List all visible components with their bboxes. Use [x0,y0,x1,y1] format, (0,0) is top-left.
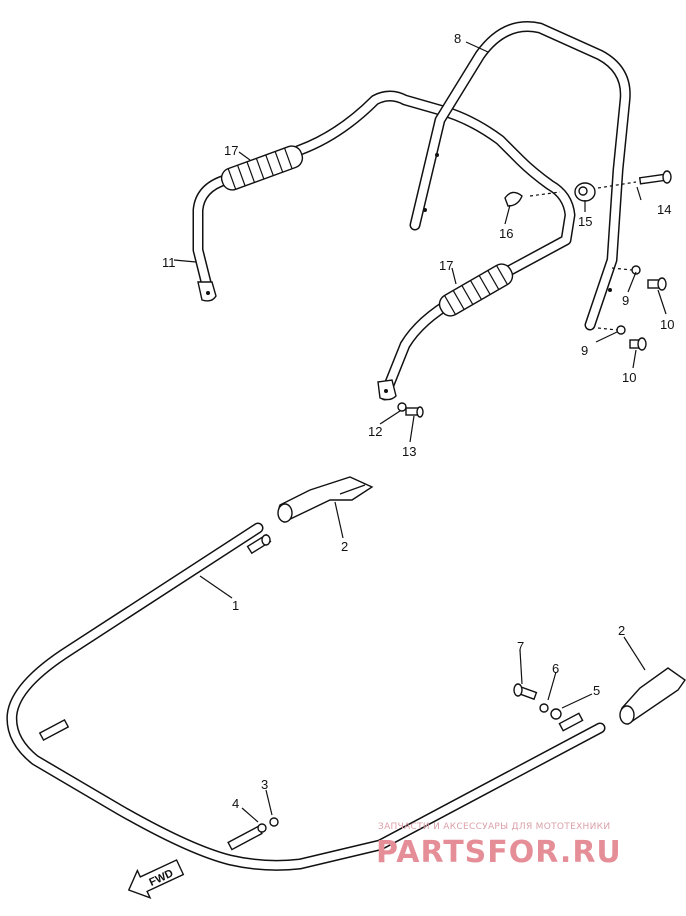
frame-stub-left [38,718,70,742]
label-part-9-upper: 9 [622,293,629,308]
loop-bar [409,21,631,331]
bolt-10-upper [647,277,667,291]
bolt-13 [405,406,424,418]
collar-15 [574,182,596,202]
clip-16 [504,191,523,207]
frame-stub-front [246,533,272,555]
label-part-15: 15 [578,214,592,229]
upper-handle-bar [192,90,576,401]
label-part-14: 14 [657,202,671,217]
grip-lower [438,263,514,317]
washer-9-lower [616,325,626,335]
washer-12 [397,402,407,412]
label-part-17-lower: 17 [439,258,453,273]
end-cap-rear [619,667,686,725]
nut-5 [550,708,562,720]
label-part-9-lower: 9 [581,343,588,358]
label-part-13: 13 [402,444,416,459]
label-part-10-upper: 10 [660,317,674,332]
bracket-hole [384,389,388,393]
label-part-1: 1 [232,598,239,613]
frame-stub-right [558,712,584,732]
end-cap-front [277,476,374,523]
nut-3 [269,817,279,827]
main-frame-bar [6,522,606,871]
label-part-12: 12 [368,424,382,439]
label-part-8: 8 [454,31,461,46]
leader-lines [173,41,667,823]
leader-dash [597,327,618,331]
label-part-17-upper: 17 [224,143,238,158]
label-part-16: 16 [499,226,513,241]
frame-stub-rear [227,825,263,851]
watermark-tagline: ЗАПЧАСТИ И АКСЕССУАРЫ ДЛЯ МОТОТЕХНИКИ [378,822,610,832]
label-part-10-lower: 10 [622,370,636,385]
watermark: ЗАПЧАСТИ И АКСЕССУАРЫ ДЛЯ МОТОТЕХНИКИ PA… [376,822,622,870]
leader-dash [611,267,633,271]
bolt-14 [638,170,672,185]
label-part-6: 6 [552,661,559,676]
label-part-11: 11 [162,255,176,270]
washer-6 [539,703,549,713]
bolt-7 [513,683,538,701]
leader-dash [529,191,561,197]
label-part-4: 4 [232,796,239,811]
label-part-3: 3 [261,777,268,792]
bolt-10-lower [629,337,647,351]
grip-upper [220,145,304,191]
label-part-7: 7 [517,639,524,654]
fwd-arrow-label: FWD [147,867,175,888]
part-labels: 8 17 11 17 14 15 16 9 10 9 10 12 13 2 1 … [162,31,674,811]
leader-dash [597,181,637,189]
bracket-hole [206,291,210,295]
label-part-2-rear: 2 [618,623,625,638]
label-part-2-front: 2 [341,539,348,554]
loop-bar-hole [435,153,439,157]
washer-4 [257,823,267,833]
label-part-5: 5 [593,683,600,698]
watermark-brand: PARTSFOR.RU [376,835,622,870]
loop-bar-hole [423,208,427,212]
loop-bar-hole [608,288,612,292]
fwd-arrow: FWD [127,859,185,899]
